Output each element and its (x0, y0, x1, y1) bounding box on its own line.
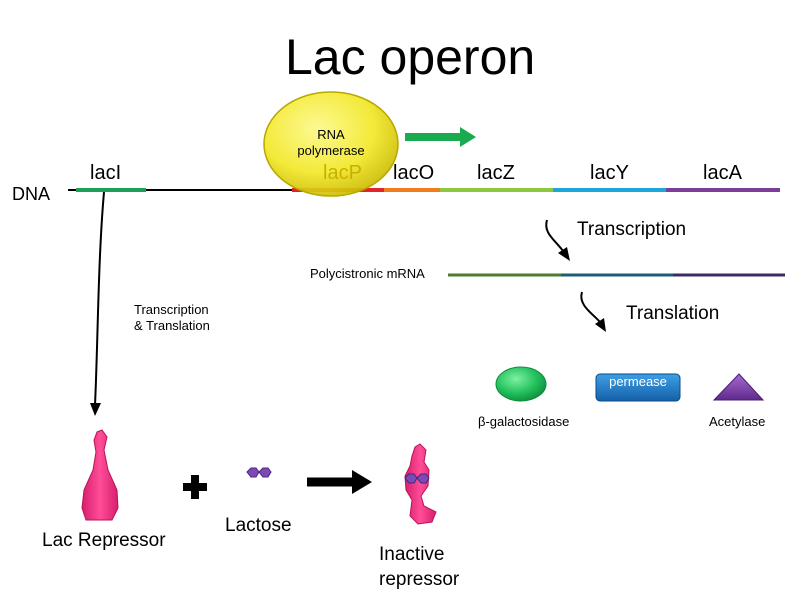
inactive-repressor-line-2: repressor (379, 569, 460, 590)
gene-label-lacz: lacZ (477, 162, 515, 184)
gene-label-laci: lacI (90, 162, 122, 184)
diagram-title: Lac operon (285, 29, 536, 85)
lac-repressor-shape (81, 429, 119, 521)
gene-label-laca: lacA (703, 162, 742, 184)
repressor-path-arrowhead (90, 403, 101, 416)
inactive-repressor-shape (404, 443, 437, 525)
transcription-curved-arrow (545, 219, 564, 252)
translation-curved-arrow (580, 291, 601, 323)
lactose-shape (246, 467, 272, 478)
transcription-label: Transcription (577, 219, 687, 240)
permease-shape (595, 373, 681, 402)
inactivation-arrowhead (352, 470, 372, 494)
inactive-repressor-label: Inactive repressor (379, 542, 459, 592)
dna-label: DNA (12, 184, 51, 204)
gene-label-lacp: lacP (323, 162, 362, 184)
plus-sign (183, 475, 207, 499)
lactose-label: Lactose (225, 515, 292, 536)
translation-label: Translation (626, 303, 720, 324)
repressor-path-label-line-2: & Translation (134, 318, 210, 333)
acetylase-shape (712, 373, 765, 401)
acetylase-label: Acetylase (709, 414, 766, 429)
gene-label-laco: lacO (393, 162, 435, 184)
rna-polymerase-line-2: polymerase (297, 143, 365, 158)
mrna-label: Polycistronic mRNA (310, 266, 425, 281)
repressor-path-label: Transcription & Translation (134, 302, 210, 334)
inactive-repressor-line-1: Inactive (379, 544, 445, 565)
translation-arrowhead (595, 318, 606, 332)
beta-galactosidase-shape (495, 366, 547, 402)
repressor-path-label-line-1: Transcription (134, 302, 209, 317)
rna-polymerase-line-1: RNA (317, 127, 345, 142)
gene-label-lacy: lacY (590, 162, 629, 184)
transcription-direction-arrowhead (460, 127, 476, 147)
repressor-path-arrow (94, 191, 105, 406)
lac-repressor-label: Lac Repressor (42, 530, 166, 551)
transcription-arrowhead (558, 247, 570, 261)
rna-polymerase-label: RNA polymerase (268, 127, 394, 159)
permease-label: permease (609, 374, 667, 389)
rna-polymerase-ellipse (263, 91, 399, 197)
beta-galactosidase-label: β-galactosidase (478, 414, 570, 429)
